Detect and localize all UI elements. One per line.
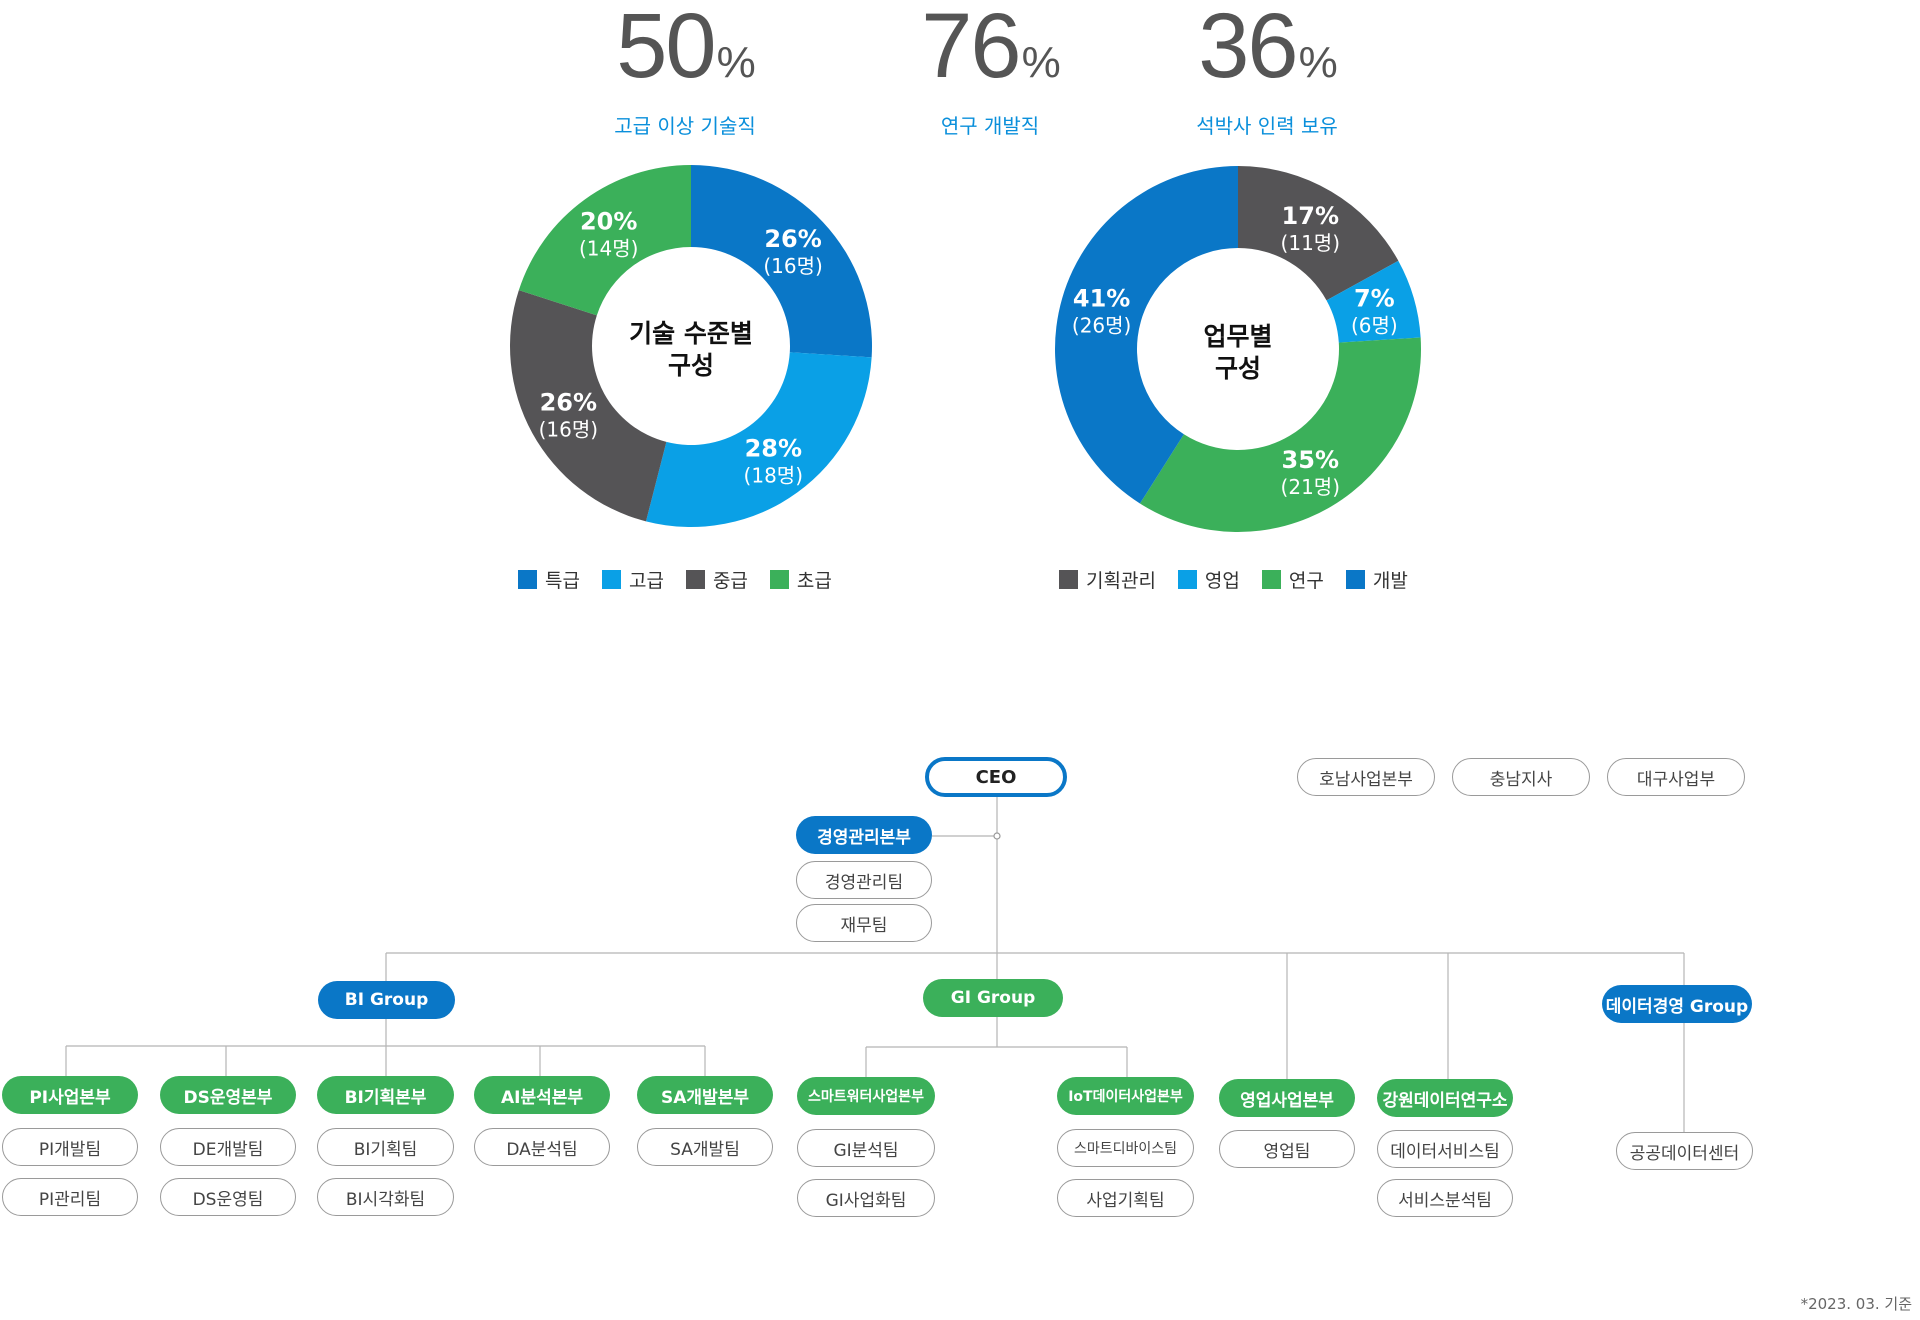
org-branch: 호남사업본부 [1297,758,1435,796]
org-branch: 충남지사 [1452,758,1590,796]
slice-percent-label: 35% [1282,446,1339,474]
legend-item: 특급 [518,566,580,593]
donut-slice [1139,337,1421,532]
stat-value: 50% [616,0,755,97]
slice-count-label: (14명) [579,237,638,261]
donut-slice [518,165,691,316]
slice-percent-label: 26% [540,388,597,416]
org-team: DA분석팀 [474,1128,610,1166]
org-team: PI개발팀 [2,1128,138,1166]
org-team: 사업기획팀 [1057,1179,1194,1217]
slice-count-label: (18명) [744,463,803,487]
org-division: 영업사업본부 [1219,1079,1355,1117]
org-division: AI분석본부 [474,1076,610,1114]
donut-slice [509,290,667,522]
stat-rnd-staff: 76% 연구 개발직 [840,0,1140,139]
slice-percent-label: 28% [745,434,802,462]
org-division: DS운영본부 [160,1076,296,1114]
org-division: 스마트워터사업본부 [797,1077,935,1115]
stat-graduate-degree: 36% 석박사 인력 보유 [1117,0,1417,139]
org-team: DE개발팀 [160,1128,296,1166]
org-team: BI기획팀 [317,1128,454,1166]
legend-item: 연구 [1261,566,1324,593]
org-team: GI사업화팀 [797,1179,935,1217]
org-team: 경영관리팀 [796,861,932,899]
stat-advanced-engineers: 50% 고급 이상 기술직 [535,0,835,139]
org-division: BI기획본부 [317,1076,454,1114]
org-team: 서비스분석팀 [1377,1179,1513,1217]
org-ceo: CEO [925,757,1067,797]
org-team: DS운영팀 [160,1178,296,1216]
org-team: BI시각화팀 [317,1178,454,1216]
slice-percent-label: 20% [580,208,637,236]
org-branch: 대구사업부 [1607,758,1745,796]
legend-item: 개발 [1345,566,1408,593]
slice-count-label: (16명) [763,254,822,278]
donut-slice [645,352,872,527]
stat-label: 고급 이상 기술직 [614,114,756,138]
donut-center-title: 구성 [668,351,714,380]
legend-item: 기획관리 [1059,566,1156,593]
donut-slice [1326,260,1421,343]
donut-slice [1054,166,1238,504]
slice-percent-label: 7% [1354,284,1395,312]
slice-percent-label: 26% [764,225,821,253]
donut-slice [1238,166,1399,301]
donut-center-title: 기술 수준별 [629,319,753,348]
legend-item: 초급 [769,566,832,593]
legend-item: 고급 [601,566,664,593]
org-team: 공공데이터센터 [1616,1132,1753,1170]
org-bi-group: BI Group [318,981,455,1019]
stat-label: 연구 개발직 [940,114,1040,138]
slice-count-label: (6명) [1351,313,1398,337]
slice-count-label: (26명) [1072,313,1131,337]
donut-slice [691,165,872,358]
org-management-division: 경영관리본부 [796,816,932,854]
legend-item: 중급 [685,566,748,593]
org-connector-lines [65,796,1685,1132]
slice-percent-label: 17% [1282,202,1339,230]
donut-center-title: 업무별 [1203,322,1272,351]
stat-label: 석박사 인력 보유 [1196,114,1338,138]
slice-percent-label: 41% [1073,284,1130,312]
org-division: 강원데이터연구소 [1377,1079,1513,1117]
org-division: SA개발본부 [637,1076,773,1114]
slice-count-label: (21명) [1281,475,1340,499]
legend-job-type: 기획관리 영업 연구 개발 [1059,566,1408,593]
donut-center-title: 구성 [1215,354,1261,383]
org-team: SA개발팀 [637,1128,773,1166]
legend-skill-level: 특급 고급 중급 초급 [518,566,832,593]
org-team: GI분석팀 [797,1129,935,1167]
org-gi-group: GI Group [923,979,1063,1017]
slice-count-label: (11명) [1281,231,1340,255]
org-team: 스마트디바이스팀 [1057,1129,1194,1167]
org-team: 재무팀 [796,904,932,942]
org-team: 데이터서비스팀 [1377,1130,1513,1168]
org-division: PI사업본부 [2,1076,138,1114]
org-team: 영업팀 [1219,1130,1355,1168]
stat-value: 76% [921,0,1060,97]
stat-value: 36% [1198,0,1337,97]
slice-count-label: (16명) [539,417,598,441]
org-data-group: 데이터경영 Group [1602,985,1752,1023]
legend-item: 영업 [1177,566,1240,593]
org-team: PI관리팀 [2,1178,138,1216]
footnote: *2023. 03. 기준 [1800,1295,1912,1313]
org-division: IoT데이터사업본부 [1057,1077,1194,1115]
